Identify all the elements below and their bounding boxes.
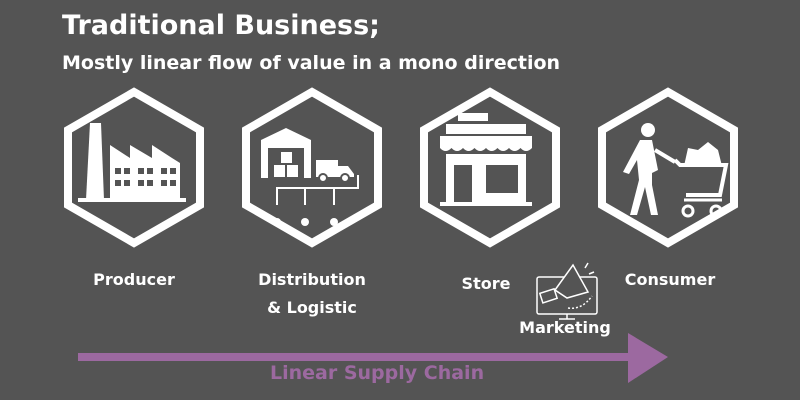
hexagon-store [420,87,560,248]
megaphone-monitor-icon [536,262,598,320]
hexagon-consumer [598,87,738,248]
warehouse-truck-icon [261,128,359,226]
stage-label-producer: Producer [93,270,175,289]
shopper-cart-icon [623,123,729,218]
stage-label-distribution-line2: & Logistic [267,298,357,317]
stage-label-consumer: Consumer [624,270,716,289]
marketing-label: Marketing [519,318,611,337]
page-title: Traditional Business; [62,10,380,41]
hexagon-producer [64,87,204,248]
stage-label-distribution-line1: Distribution [258,270,366,289]
stage-label-store: Store [461,274,511,293]
arrow-label: Linear Supply Chain [270,362,485,384]
hexagon-distribution [242,87,382,248]
stage-label-distribution: Distribution & Logistic [242,266,382,322]
linear-supply-chain-arrow [78,333,668,383]
page-subtitle: Mostly linear flow of value in a mono di… [62,52,561,74]
store-icon [440,113,532,206]
factory-icon [78,123,186,202]
